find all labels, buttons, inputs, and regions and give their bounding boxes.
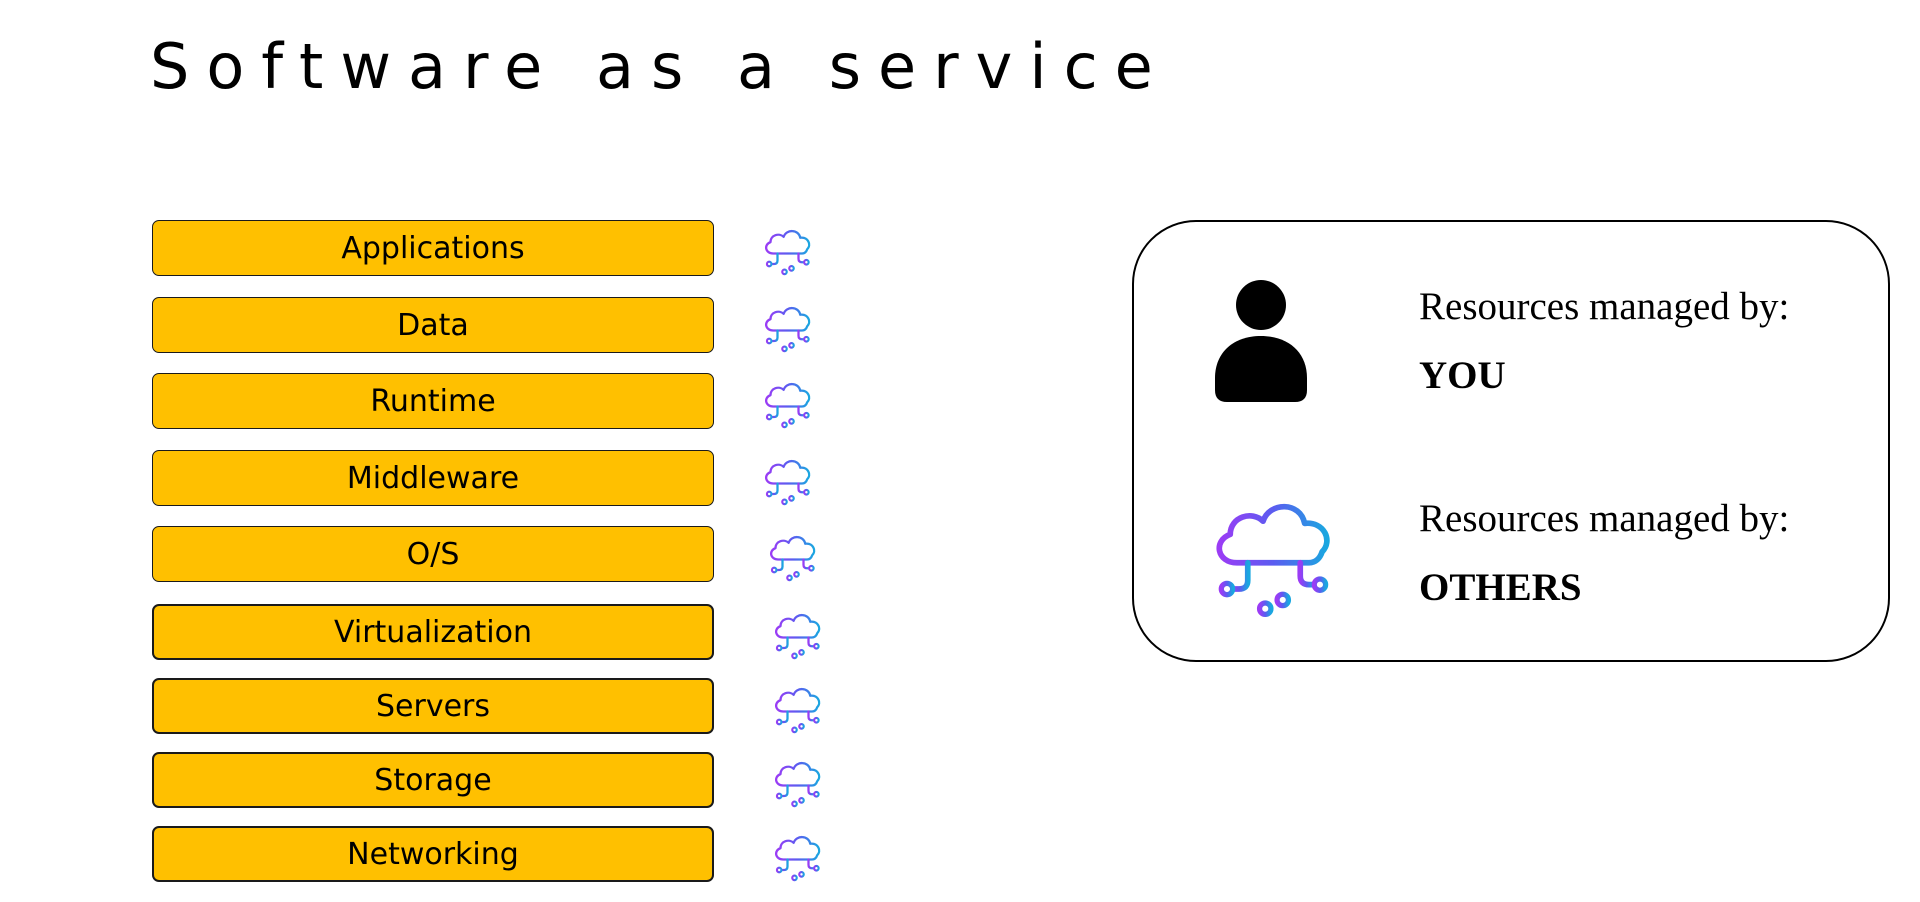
stack-item-storage: Storage <box>152 752 714 808</box>
legend-owner: OTHERS <box>1419 565 1582 609</box>
stack-item-label: Storage <box>374 762 492 798</box>
stack-item-servers: Servers <box>152 678 714 734</box>
stack-item-label: Data <box>397 307 469 343</box>
stack-item-label: Applications <box>341 230 525 266</box>
stack-item-runtime: Runtime <box>152 373 714 429</box>
cloud-network-icon <box>764 528 822 584</box>
legend-entry-others: Resources managed by: OTHERS <box>1419 496 1789 612</box>
stack-item-label: Servers <box>375 688 490 724</box>
cloud-network-icon <box>759 375 817 431</box>
stack-item-label: Middleware <box>346 460 520 496</box>
legend-label: Resources managed by: <box>1419 285 1790 328</box>
page-title: Software as a service <box>150 30 1170 103</box>
stack-item-data: Data <box>152 297 714 353</box>
cloud-network-icon <box>769 606 827 662</box>
cloud-network-icon <box>769 680 827 736</box>
stack-item-label: Runtime <box>370 383 496 419</box>
cloud-network-icon <box>769 828 827 884</box>
legend-owner: YOU <box>1419 353 1506 397</box>
cloud-network-icon <box>1204 484 1344 624</box>
stack-item-applications: Applications <box>152 220 714 276</box>
legend-box: Resources managed by: YOU Resources mana… <box>1132 220 1890 662</box>
cloud-network-icon <box>759 222 817 278</box>
stack-item-os: O/S <box>152 526 714 582</box>
stack-item-networking: Networking <box>152 826 714 882</box>
stack-item-virtualization: Virtualization <box>152 604 714 660</box>
legend-label: Resources managed by: <box>1419 497 1790 540</box>
stack-item-label: Networking <box>347 836 519 872</box>
stack-item-label: O/S <box>406 536 460 572</box>
stack-item-middleware: Middleware <box>152 450 714 506</box>
cloud-network-icon <box>769 754 827 810</box>
person-icon <box>1215 280 1307 402</box>
stack-item-label: Virtualization <box>334 614 532 650</box>
cloud-network-icon <box>759 299 817 355</box>
cloud-network-icon <box>759 452 817 508</box>
legend-entry-you: Resources managed by: YOU <box>1419 284 1789 400</box>
